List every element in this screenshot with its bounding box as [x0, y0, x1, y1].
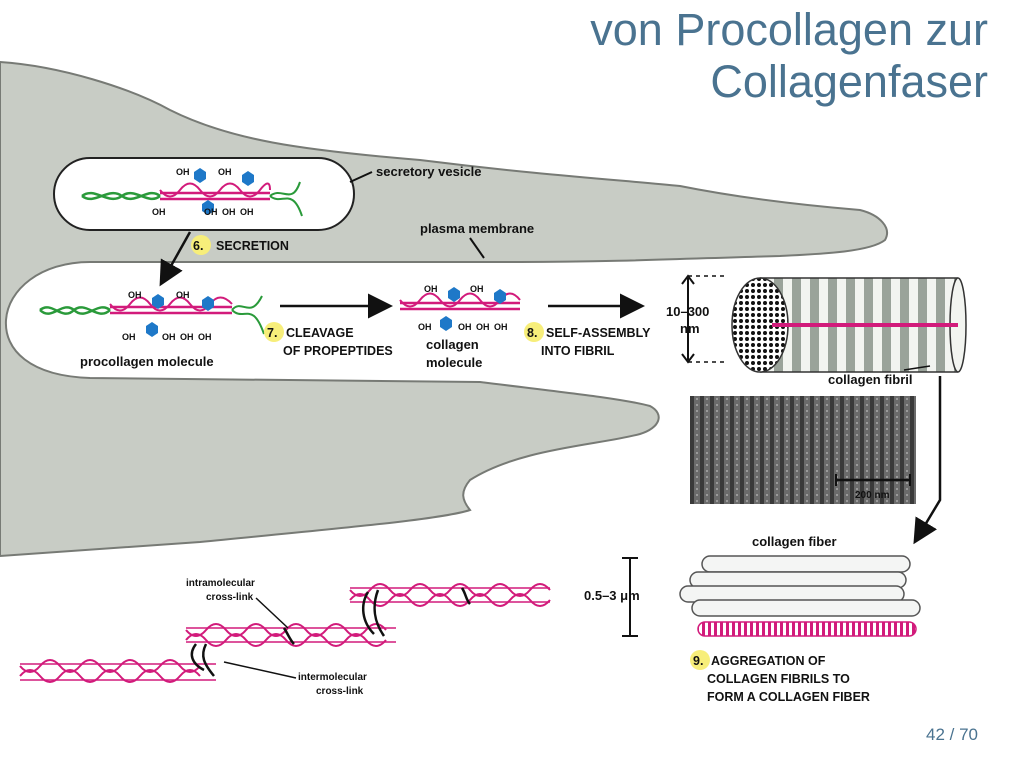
- step-9-number: 9.: [693, 654, 703, 668]
- vesicle-oh-5: OH: [222, 207, 236, 217]
- collagen-fiber: [679, 555, 921, 637]
- col-oh-2: OH: [470, 284, 484, 294]
- col-oh-6: OH: [494, 322, 508, 332]
- proc-oh-4: OH: [162, 332, 176, 342]
- fiber-diameter-label: 0.5–3 μm: [584, 588, 640, 603]
- proc-oh-1: OH: [128, 290, 142, 300]
- col-oh-5: OH: [476, 322, 490, 332]
- vesicle-oh-6: OH: [240, 207, 254, 217]
- page-number: 42 / 70: [926, 725, 978, 745]
- title-line-2: Collagenfaser: [710, 56, 988, 107]
- intermolecular-label-1: intermolecular: [298, 672, 367, 683]
- col-oh-1: OH: [424, 284, 438, 294]
- intramolecular-label-2: cross-link: [206, 592, 254, 603]
- title-line-1: von Procollagen zur: [590, 4, 988, 55]
- vesicle-oh-2: OH: [218, 167, 232, 177]
- page-total: 70: [959, 725, 978, 744]
- step-9-line-2: COLLAGEN FIBRILS TO: [707, 672, 850, 686]
- collagen-fiber-label: collagen fiber: [752, 534, 837, 549]
- procollagen-molecule-label: procollagen molecule: [80, 354, 214, 369]
- step-6-text: SECRETION: [216, 239, 289, 253]
- step-6-number: 6.: [193, 239, 203, 253]
- col-oh-4: OH: [458, 322, 472, 332]
- step-7-line-1: CLEAVAGE: [286, 326, 354, 340]
- electron-micrograph: [690, 396, 916, 504]
- procollagen-molecule: OH OH OH OH OH OH: [39, 290, 265, 342]
- collagen-molecule-label-1: collagen: [426, 337, 479, 352]
- page-separator: /: [944, 725, 960, 744]
- fibril-diameter-label-1: 10–300: [666, 304, 709, 319]
- plasma-membrane-label: plasma membrane: [420, 221, 534, 236]
- cross-linked-collagen: [19, 583, 551, 683]
- intermolecular-label-2: cross-link: [316, 686, 364, 697]
- step-9-line-3: FORM A COLLAGEN FIBER: [707, 690, 870, 704]
- collagen-fibril: [731, 277, 967, 373]
- vesicle-procollagen: OH OH OH OH OH OH: [81, 167, 303, 217]
- step-7-number: 7.: [267, 326, 277, 340]
- step-7-line-2: OF PROPEPTIDES: [283, 344, 393, 358]
- secretory-vesicle-label: secretory vesicle: [376, 164, 482, 179]
- proc-oh-6: OH: [198, 332, 212, 342]
- proc-oh-2: OH: [176, 290, 190, 300]
- step-9-line-1: AGGREGATION OF: [711, 654, 826, 668]
- vesicle-oh-3: OH: [152, 207, 166, 217]
- proc-oh-3: OH: [122, 332, 136, 342]
- col-oh-3: OH: [418, 322, 432, 332]
- collagen-molecule: OH OH OH OH OH OH: [399, 284, 521, 332]
- page-current: 42: [925, 725, 945, 744]
- slide-title: von Procollagen zur Collagenfaser: [428, 4, 988, 108]
- vesicle-oh-4: OH: [204, 207, 218, 217]
- step-8-line-1: SELF-ASSEMBLY: [546, 326, 651, 340]
- fibril-diameter-label-2: nm: [680, 321, 700, 336]
- vesicle-oh-1: OH: [176, 167, 190, 177]
- collagen-fibril-label: collagen fibril: [828, 372, 913, 387]
- step-8-line-2: INTO FIBRIL: [541, 344, 615, 358]
- intramolecular-label-1: intramolecular: [186, 578, 255, 589]
- collagen-molecule-label-2: molecule: [426, 355, 482, 370]
- step-8-number: 8.: [527, 326, 537, 340]
- proc-oh-5: OH: [180, 332, 194, 342]
- scale-bar-label: 200 nm: [855, 490, 890, 501]
